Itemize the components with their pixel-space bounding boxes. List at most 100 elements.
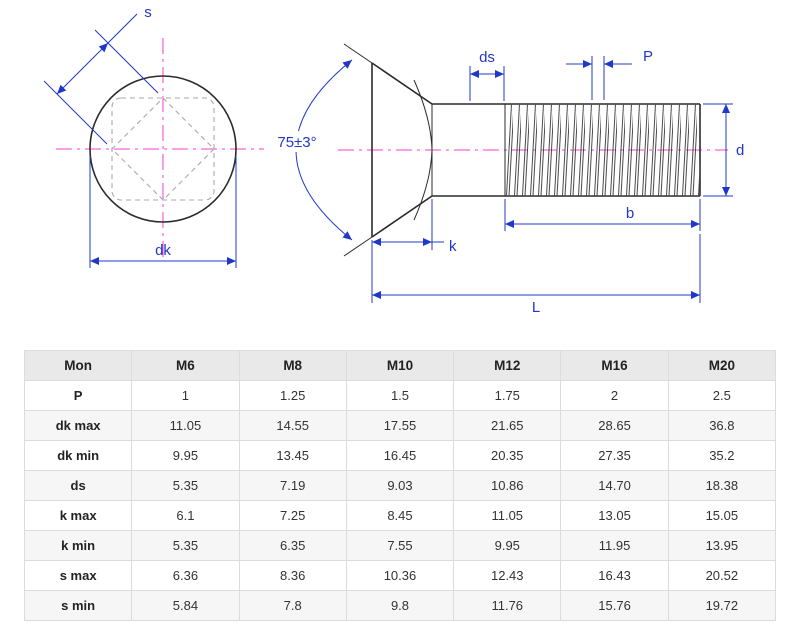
spec-value: 15.76	[560, 590, 669, 621]
thread-hatch	[505, 104, 700, 196]
spec-value: 6.36	[131, 560, 240, 591]
technical-drawing: s dk	[43, 4, 744, 316]
spec-value: 2.5	[667, 380, 777, 411]
spec-value: 6.35	[238, 530, 347, 561]
spec-value: 11.05	[453, 500, 562, 531]
bolt-drawing-svg: s dk	[43, 4, 744, 316]
angle-extension-line	[343, 43, 373, 64]
spec-value: 28.65	[560, 410, 669, 441]
dim-label-d: d	[736, 142, 744, 159]
spec-value: 8.45	[345, 500, 455, 531]
spec-value: 13.45	[238, 440, 347, 471]
extension-line	[94, 29, 159, 94]
row-label: k max	[23, 500, 133, 531]
row-label: s max	[23, 560, 133, 591]
dimension-angle: 75±3°	[264, 43, 373, 257]
dimension-p: P	[566, 48, 653, 100]
spec-value: 19.72	[667, 590, 777, 621]
dimension-ds: ds	[469, 49, 505, 101]
spec-value: 1.75	[453, 380, 562, 411]
spec-value: 13.05	[560, 500, 669, 531]
dim-label-s: s	[144, 4, 152, 21]
spec-value: 10.36	[345, 560, 455, 591]
spec-value: 36.8	[667, 410, 777, 441]
bolt-outline	[371, 62, 701, 238]
spec-value: 14.55	[238, 410, 347, 441]
column-header-mon: Mon	[23, 350, 133, 381]
spec-value: 8.36	[238, 560, 347, 591]
dim-label-angle: 75±3°	[277, 134, 316, 151]
dim-label-b: b	[626, 205, 634, 222]
spec-value: 6.1	[131, 500, 240, 531]
spec-value: 16.43	[560, 560, 669, 591]
front-view: s dk	[43, 4, 270, 268]
spec-value: 2	[560, 380, 669, 411]
spec-value: 1.5	[345, 380, 455, 411]
spec-value: 7.25	[238, 500, 347, 531]
row-label: dk max	[23, 410, 133, 441]
row-label: ds	[23, 470, 133, 501]
dimension-b: b	[504, 199, 701, 231]
dim-label-k: k	[449, 238, 457, 255]
dim-label-dk: dk	[155, 242, 171, 259]
spec-value: 11.05	[131, 410, 240, 441]
column-header-m12: M12	[453, 350, 562, 381]
dimension-dk: dk	[89, 156, 237, 268]
spec-value: 7.19	[238, 470, 347, 501]
dimension-d: d	[703, 103, 744, 197]
spec-value: 5.35	[131, 470, 240, 501]
head-circle	[89, 75, 237, 223]
spec-value: 9.03	[345, 470, 455, 501]
row-label: k min	[23, 530, 133, 561]
spec-value: 14.70	[560, 470, 669, 501]
spec-value: 15.05	[667, 500, 777, 531]
side-view: 75±3° ds P d	[264, 43, 744, 316]
head-cone-bottom-edge	[371, 195, 433, 238]
spec-value: 7.55	[345, 530, 455, 561]
spec-value: 5.35	[131, 530, 240, 561]
spec-value: 27.35	[560, 440, 669, 471]
spec-value: 13.95	[667, 530, 777, 561]
spec-value: 1.25	[238, 380, 347, 411]
spec-value: 9.95	[131, 440, 240, 471]
spec-value: 12.43	[453, 560, 562, 591]
spec-value: 5.84	[131, 590, 240, 621]
spec-value: 7.8	[238, 590, 347, 621]
column-header-m16: M16	[560, 350, 669, 381]
column-header-m8: M8	[238, 350, 347, 381]
label-backing	[264, 131, 330, 152]
angle-extension-line	[343, 236, 373, 257]
column-header-m20: M20	[667, 350, 777, 381]
spec-value: 20.52	[667, 560, 777, 591]
column-header-m10: M10	[345, 350, 455, 381]
dimension-k: k	[372, 199, 457, 255]
spec-value: 16.45	[345, 440, 455, 471]
spec-value: 17.55	[345, 410, 455, 441]
spec-value: 11.76	[453, 590, 562, 621]
spec-value: 9.95	[453, 530, 562, 561]
dim-label-l: L	[532, 299, 540, 316]
dim-label-p: P	[643, 48, 653, 65]
dim-label-ds: ds	[479, 49, 495, 66]
dimension-s: s	[43, 4, 159, 145]
head-cone-top-edge	[371, 62, 433, 105]
column-header-m6: M6	[131, 350, 240, 381]
square-neck-curve-top	[413, 79, 433, 151]
neck-diamond-hidden	[111, 97, 215, 201]
row-label: dk min	[23, 440, 133, 471]
spec-value: 35.2	[667, 440, 777, 471]
spec-value: 9.8	[345, 590, 455, 621]
extension-line	[43, 80, 108, 145]
spec-value: 1	[131, 380, 240, 411]
dimension-l: L	[371, 234, 701, 316]
